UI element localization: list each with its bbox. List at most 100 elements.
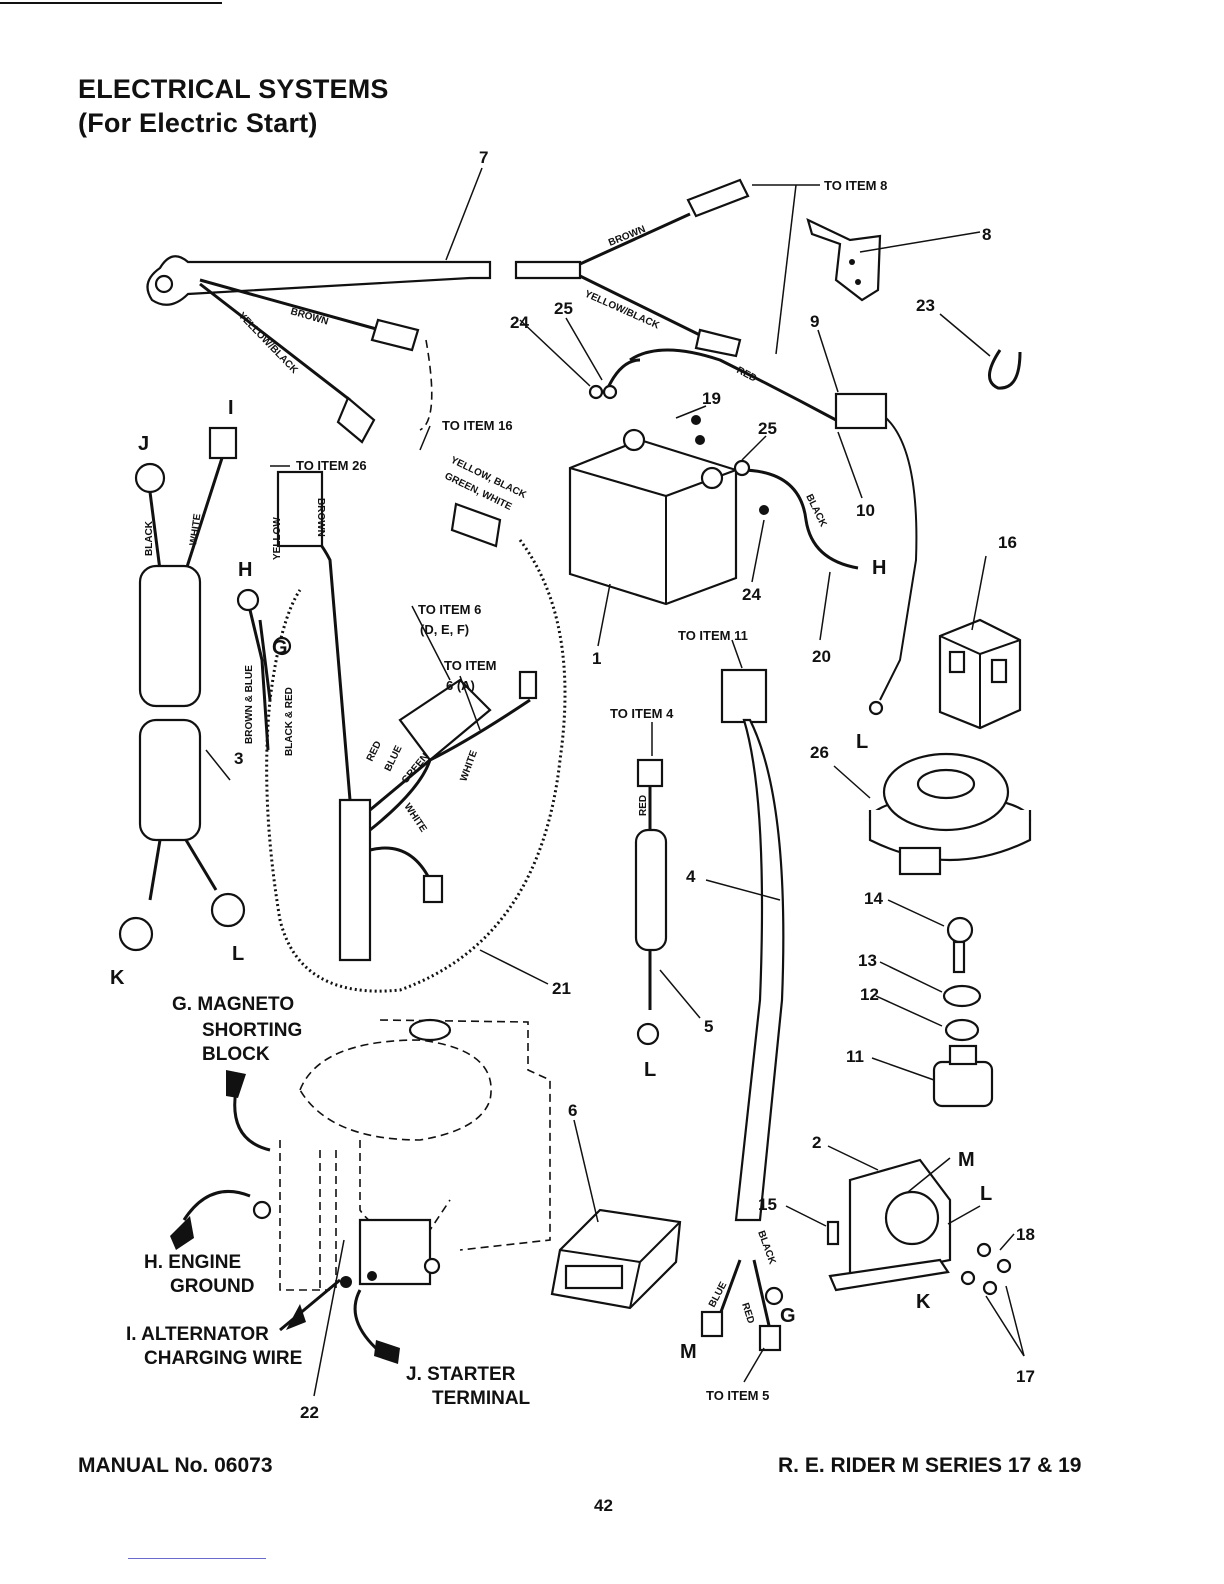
callout-9: 9: [810, 312, 819, 331]
engine-harness-21: [236, 470, 567, 993]
callout-24-top: 24: [510, 313, 529, 332]
wire-label-brown-top: BROWN: [607, 224, 647, 249]
letter-h-right: H: [872, 557, 886, 579]
callout-18: 18: [1016, 1225, 1035, 1244]
legend-arrows: [170, 1070, 400, 1364]
wire-label-white-harness: WHITE: [458, 749, 479, 783]
wire-label-red-item4b: RED: [739, 1302, 756, 1325]
battery-1: [568, 428, 738, 606]
wire-label-red-top: RED: [735, 365, 759, 385]
callout-15: 15: [758, 1195, 777, 1214]
note-to-item-26: TO ITEM 26: [296, 458, 367, 473]
callout-16: 16: [998, 533, 1017, 552]
engine-illustration: [252, 1018, 551, 1291]
engine-legend: G. MAGNETO SHORTING BLOCK H. ENGINE GROU…: [126, 994, 531, 1409]
callout-4: 4: [686, 867, 696, 886]
callout-8: 8: [982, 225, 991, 244]
note-to-item-4: TO ITEM 4: [610, 706, 674, 721]
wire-label-brown-blue: BROWN & BLUE: [244, 665, 255, 744]
footer-series: R. E. RIDER M SERIES 17 & 19: [778, 1454, 1082, 1477]
page-number: 42: [594, 1496, 613, 1515]
wire-label-white-i: WHITE: [188, 513, 203, 547]
note-to-item-16: TO ITEM 16: [442, 418, 513, 433]
legend-g-line3: BLOCK: [202, 1044, 270, 1065]
letter-l-upper: L: [856, 731, 868, 753]
leader-lines: [205, 167, 1025, 1397]
letter-l-fuse: L: [644, 1059, 656, 1081]
letter-l-switch: L: [980, 1183, 992, 1205]
wire-label-red-item4: RED: [638, 795, 649, 816]
harness-4: [700, 668, 785, 1352]
wire-harness-7: [146, 178, 750, 444]
callout-1: 1: [592, 649, 601, 668]
letter-i: I: [228, 397, 234, 419]
wire-label-black-j: BLACK: [144, 520, 155, 556]
note-to-item-11: TO ITEM 11: [678, 628, 748, 643]
snap-ring-23: [988, 349, 1022, 390]
letter-h-left: H: [238, 559, 252, 581]
page-subtitle: (For Electric Start): [78, 108, 318, 138]
ground-cable-3: [118, 426, 246, 952]
ignition-parts: [932, 916, 994, 1108]
letter-m-harness: M: [680, 1341, 697, 1363]
callout-24-bottom: 24: [742, 585, 761, 604]
legend-i-line1: I. ALTERNATOR: [126, 1324, 269, 1345]
motor-26: [868, 752, 1032, 876]
callout-7: 7: [479, 148, 488, 167]
note-to-item-5: TO ITEM 5: [706, 1388, 769, 1403]
terminal-letters: I J H G K L H L L M L K G M: [110, 397, 992, 1363]
callout-25-top: 25: [554, 299, 573, 318]
bottom-rule: [128, 1558, 266, 1559]
page-title: ELECTRICAL SYSTEMS: [78, 74, 389, 104]
callout-17: 17: [1016, 1367, 1035, 1386]
battery-cable-20: [739, 468, 859, 570]
to-item-notes: TO ITEM 8 TO ITEM 16 TO ITEM 26 TO ITEM …: [296, 178, 887, 1403]
letter-j: J: [138, 433, 149, 455]
callout-19: 19: [702, 389, 721, 408]
callout-25-right: 25: [758, 419, 777, 438]
note-to-item-6-def: TO ITEM 6: [418, 602, 481, 617]
legend-g-line2: SHORTING: [202, 1020, 302, 1041]
callout-2: 2: [812, 1133, 821, 1152]
footer-manual-number: MANUAL No. 06073: [78, 1454, 273, 1477]
callout-21: 21: [552, 979, 571, 998]
fuse-holder-5: [634, 758, 668, 1046]
letter-g-harness: G: [780, 1305, 796, 1327]
callout-numbers: 7 8 23 9 10 25 24 19 25 24 20 1 16 26 4 …: [234, 148, 1035, 1422]
wire-label-yellow-conn: YELLOW: [272, 517, 283, 560]
wire-label-black-item4: BLACK: [755, 1229, 778, 1266]
wire-color-labels: BROWN YELLOW/BLACK RED BROWN YELLOW/BLAC…: [144, 224, 829, 1325]
wire-label-brown-conn: BROWN: [315, 498, 326, 537]
legend-h-line1: H. ENGINE: [144, 1252, 241, 1273]
note-to-item-8: TO ITEM 8: [824, 178, 887, 193]
letter-m-switch: M: [958, 1149, 975, 1171]
callout-11: 11: [846, 1047, 864, 1066]
legend-h-line2: GROUND: [170, 1276, 254, 1297]
connector-9-wire-10: [629, 348, 918, 716]
wire-label-blue-harness: BLUE: [383, 744, 405, 774]
wire-label-white-lower: WHITE: [402, 802, 429, 835]
legend-j-line2: TERMINAL: [432, 1388, 531, 1409]
connector-6: [550, 1208, 682, 1310]
wire-label-red-harness: RED: [365, 740, 384, 764]
letter-l-left: L: [232, 943, 244, 965]
hardware-19-24-25: [588, 384, 769, 515]
callout-26: 26: [810, 743, 829, 762]
callout-5: 5: [704, 1017, 713, 1036]
letter-g-left: G: [272, 637, 288, 659]
callout-3: 3: [234, 749, 243, 768]
note-to-item-6-a: TO ITEM: [444, 658, 496, 673]
wire-label-black-red: BLACK & RED: [284, 687, 295, 756]
legend-g-line1: G. MAGNETO: [172, 994, 294, 1015]
callout-12: 12: [860, 985, 879, 1004]
callout-22: 22: [300, 1403, 319, 1422]
legend-j-line1: J. STARTER: [406, 1364, 516, 1385]
letter-k-left: K: [110, 967, 125, 989]
letter-k-switch: K: [916, 1291, 931, 1313]
callout-13: 13: [858, 951, 877, 970]
bracket-8: [806, 217, 882, 302]
switch-bracket-2: [826, 1158, 1012, 1296]
wire-label-yellow-black-left: YELLOW/BLACK: [236, 310, 300, 376]
